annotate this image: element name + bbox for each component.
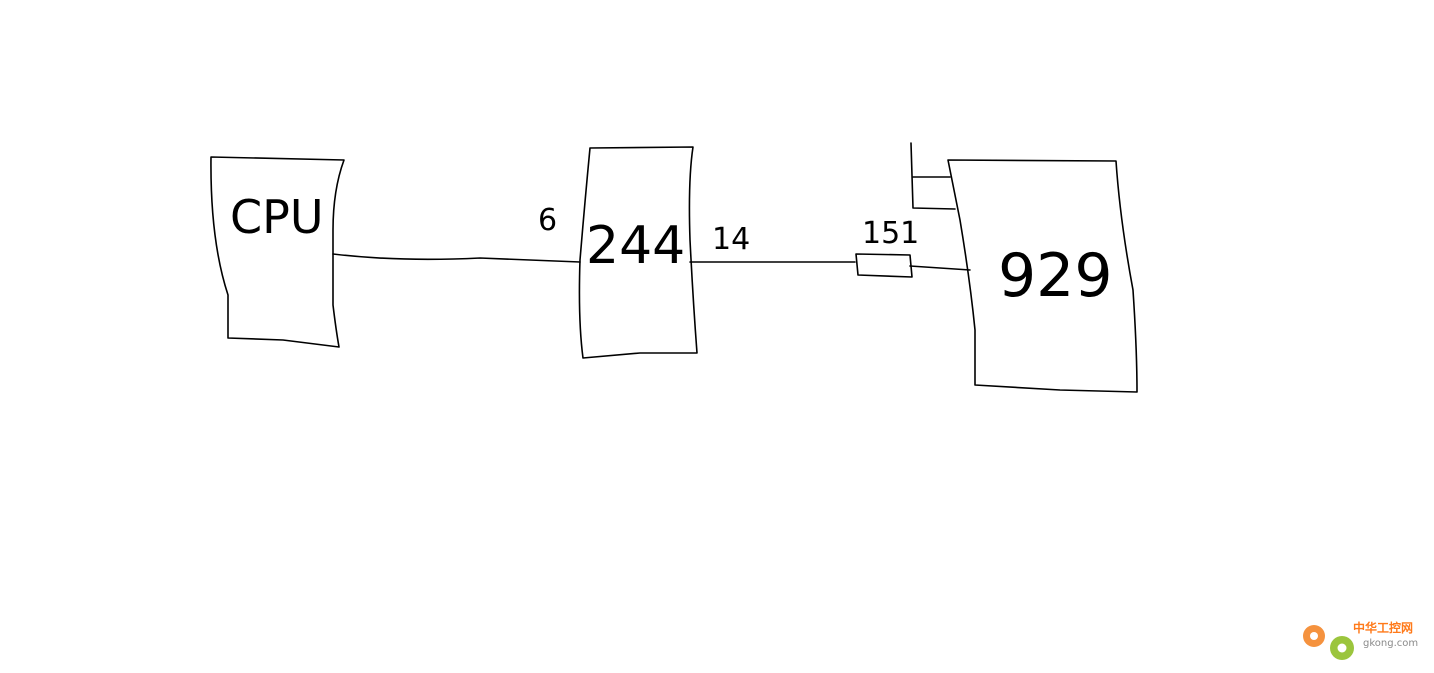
cpu-block: CPU xyxy=(210,156,345,348)
gkong-watermark: 中华工控网 gkong.com xyxy=(1303,620,1418,660)
929-side-stubs xyxy=(910,142,956,210)
watermark-subtitle: gkong.com xyxy=(1363,638,1418,649)
watermark-title: 中华工控网 xyxy=(1353,620,1413,635)
resistor-component: 151 xyxy=(855,216,919,278)
module-929-block: 929 xyxy=(947,159,1138,393)
wire-label-6: 6 xyxy=(538,203,557,238)
resistor-label: 151 xyxy=(862,216,919,251)
module-929-label: 929 xyxy=(998,241,1113,311)
cpu-to-244-wire xyxy=(332,253,581,263)
module-244-block: 244 xyxy=(578,146,698,359)
module-244-label: 244 xyxy=(586,216,685,276)
cpu-label: CPU xyxy=(230,190,324,244)
wire-label-14: 14 xyxy=(712,222,750,257)
resistor-to-929-wire xyxy=(909,265,971,271)
